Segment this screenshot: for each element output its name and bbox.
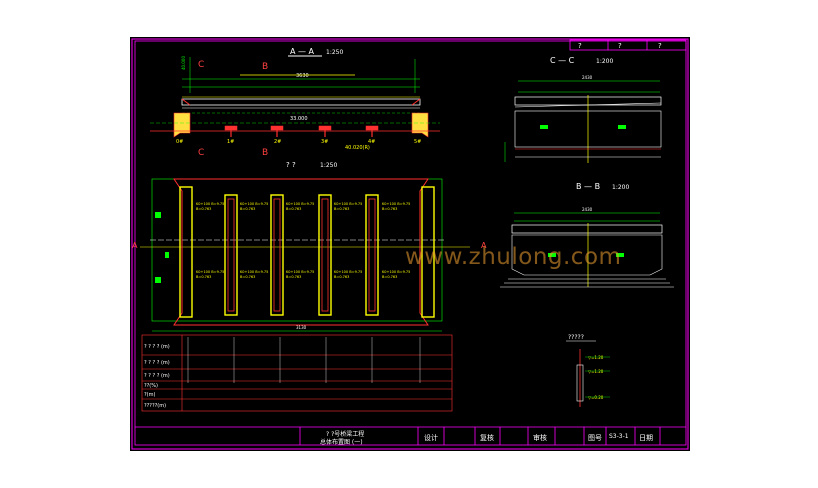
top-title-cells (569, 39, 687, 51)
table-row-3: ? ? ? ? (m) (144, 373, 170, 379)
section-bb-scale: 1:200 (612, 184, 629, 191)
svg-text:K0+100 B=9.75: K0+100 B=9.75 (196, 202, 224, 206)
outer-border (131, 38, 689, 450)
table-row-4: ??(%) (144, 383, 158, 389)
svg-text:B=0.763: B=0.763 (240, 275, 255, 279)
svg-text:K0+100 B=9.75: K0+100 B=9.75 (382, 202, 410, 206)
plan-scale: 1:250 (320, 162, 337, 169)
top-cell-2: ? (618, 42, 622, 50)
svg-text:B=0.763: B=0.763 (382, 275, 397, 279)
section-c-mark-bottom: C (198, 148, 204, 158)
section-bb-mark: B — B (576, 182, 600, 191)
inner-border (134, 40, 687, 446)
svg-text:B=0.763: B=0.763 (196, 275, 211, 279)
svg-text:K0+100 B=9.75: K0+100 B=9.75 (240, 202, 268, 206)
plan-a-left: A (132, 241, 138, 250)
pier-1-label: 1# (227, 139, 234, 145)
svg-text:B=0.763: B=0.763 (334, 207, 349, 211)
date-label: 日期 (639, 434, 653, 442)
title-block (135, 426, 686, 445)
section-cc-view: C — C 1:200 2430 (504, 56, 662, 163)
table-row-5: ?(m) (144, 392, 155, 398)
svg-text:K0+100 B=9.75: K0+100 B=9.75 (286, 202, 314, 206)
project-title-line1: ? ?号桥梁工程 (326, 431, 365, 438)
top-cell-3: ? (658, 42, 662, 50)
section-bb-view: B — B 1:200 2430 (500, 182, 674, 288)
section-bb-width: 2430 (582, 207, 593, 212)
table-row-labels: ? ? ? ? (m) ? ? ? ? (m) ? ? ? ? (m) ??(%… (144, 344, 170, 409)
svg-text:▽=0.20: ▽=0.20 (588, 395, 604, 400)
svg-text:B=0.763: B=0.763 (196, 207, 211, 211)
pier-0-label: 0# (176, 139, 183, 145)
project-title-line2: 总体布置图 (一) (320, 439, 363, 446)
svg-text:K0+100 B=9.75: K0+100 B=9.75 (240, 270, 268, 274)
svg-text:▽=1.20: ▽=1.20 (588, 355, 604, 360)
review-label: 复核 (480, 434, 494, 442)
cad-drawing: ? ? ? A — A 1:250 C B C B 3630 40.000 (131, 38, 689, 450)
pier-2-label: 2# (274, 139, 281, 145)
svg-text:40.000: 40.000 (181, 56, 186, 70)
table-row-1: ? ? ? ? (m) (144, 344, 170, 350)
table-row-6: ?????(m) (144, 403, 166, 409)
section-cc-scale: 1:200 (596, 58, 613, 65)
svg-text:K0+100 B=9.75: K0+100 B=9.75 (382, 270, 410, 274)
plan-a-right: A (481, 241, 487, 250)
svg-text:B=0.763: B=0.763 (286, 275, 301, 279)
design-label: 设计 (424, 434, 438, 442)
svg-text:40.020(R): 40.020(R) (345, 145, 370, 151)
drawing-no-value: S3-3-1 (609, 433, 629, 440)
section-cc-mark: C — C (550, 56, 575, 65)
plan-view: ? ? 1:250 A A (132, 161, 487, 332)
pier-4-label: 4# (368, 139, 375, 145)
svg-text:B=0.763: B=0.763 (334, 275, 349, 279)
pier-3-label: 3# (321, 139, 328, 145)
pier-5-label: 5# (414, 139, 421, 145)
section-b-mark-bottom: B (262, 148, 268, 158)
cad-drawing-sheet[interactable]: ? ? ? A — A 1:250 C B C B 3630 40.000 (130, 37, 690, 451)
section-b-mark-top: B (262, 62, 268, 72)
drawing-no-label: 图号 (588, 434, 602, 442)
svg-text:K0+100 B=9.75: K0+100 B=9.75 (334, 270, 362, 274)
section-cc-width: 2430 (582, 75, 593, 80)
elevation-view: A — A 1:250 C B C B 3630 40.000 (150, 47, 440, 158)
table-row-2: ? ? ? ? (m) (144, 360, 170, 366)
detail-view: ????? ▽=1.20 ▽=1.20 ▽=0.20 (566, 334, 610, 407)
svg-text:3130: 3130 (296, 325, 307, 330)
elevation-scale: 1:250 (326, 49, 343, 56)
svg-text:K0+100 B=9.75: K0+100 B=9.75 (286, 270, 314, 274)
svg-text:K0+100 B=9.75: K0+100 B=9.75 (334, 202, 362, 206)
svg-text:K0+100 B=9.75: K0+100 B=9.75 (196, 270, 224, 274)
data-table (141, 334, 453, 412)
plan-mark: ? ? (286, 161, 296, 169)
svg-text:33.000: 33.000 (290, 116, 308, 122)
watermark: www.zhulong.com (405, 244, 622, 270)
top-cell-1: ? (578, 42, 582, 50)
elevation-mark: A — A (290, 47, 315, 56)
svg-text:B=0.763: B=0.763 (382, 207, 397, 211)
elevation-length: 3630 (296, 73, 309, 79)
audit-label: 审核 (533, 434, 547, 442)
svg-text:B=0.763: B=0.763 (286, 207, 301, 211)
svg-text:B=0.763: B=0.763 (240, 207, 255, 211)
svg-text:▽=1.20: ▽=1.20 (588, 369, 604, 374)
section-c-mark-top: C (198, 60, 204, 70)
detail-mark: ????? (568, 334, 584, 341)
